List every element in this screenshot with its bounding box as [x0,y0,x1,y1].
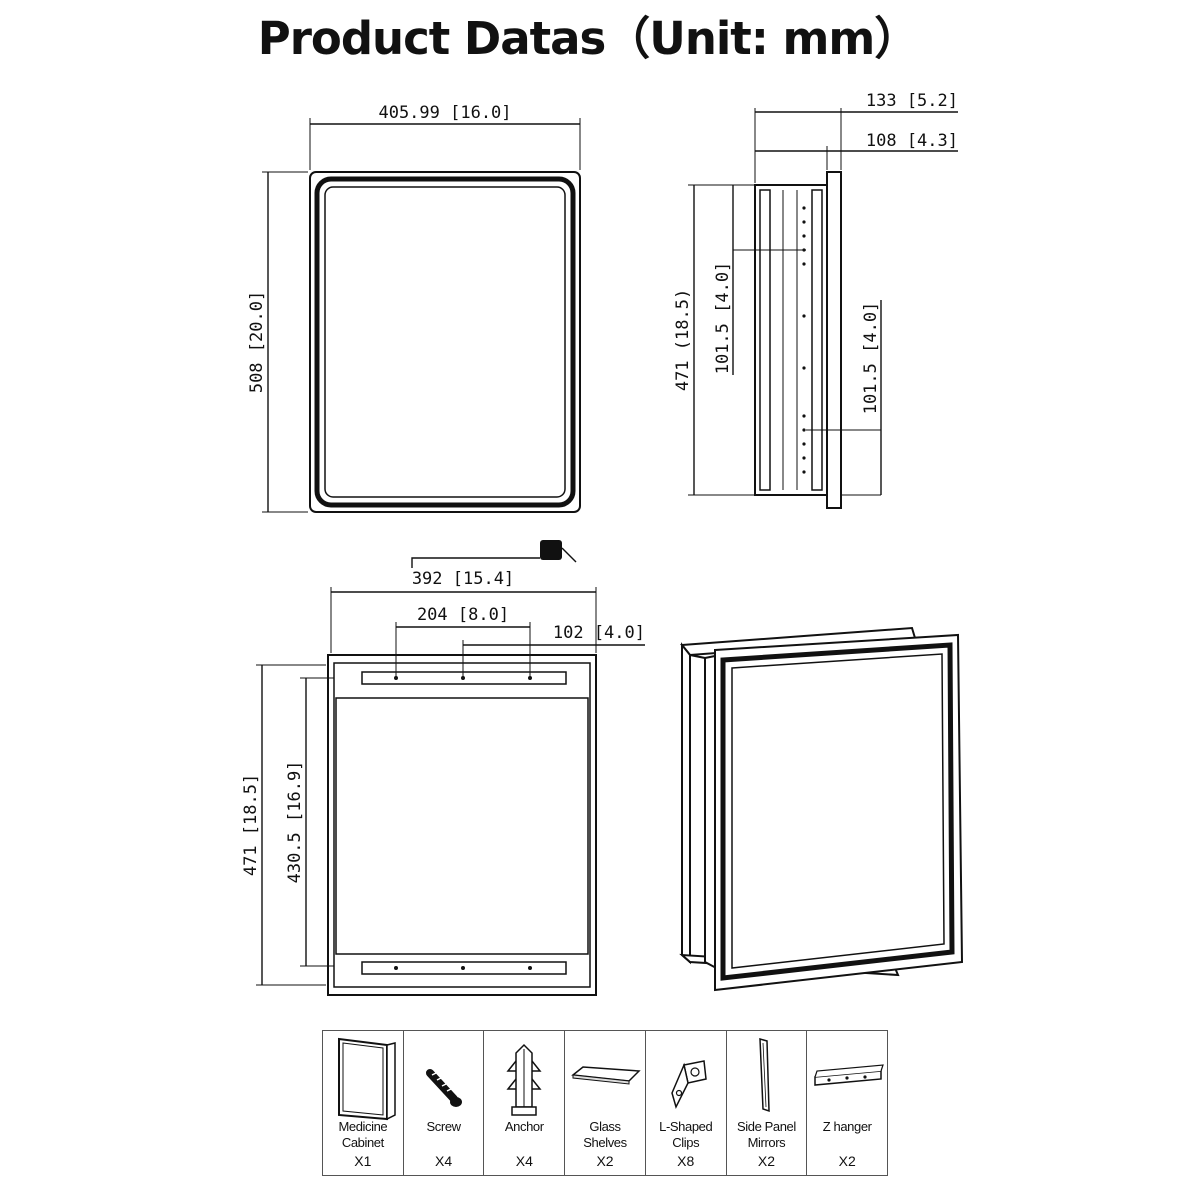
side-bottom-spacing-label: 101.5 [4.0] [861,302,881,415]
side-door [826,171,842,509]
side-view: 133 [5.2] 108 [4.3] 471 (18.5) 101.5 [4.… [673,91,958,509]
part-quantity: X4 [515,1153,533,1169]
part-anchor: Anchor X4 [484,1031,566,1175]
front-view: 405.99 [16.0] 508 [20.0] [247,103,581,513]
side-depth-total-label: 133 [5.2] [866,91,958,111]
side-top-spacing-label: 101.5 [4.0] [713,262,733,375]
technical-drawing: 405.99 [16.0] 508 [20.0] 133 [5.2] 108 [… [241,91,964,996]
part-quantity: X1 [354,1153,372,1169]
front-mirror-border [314,176,576,508]
part-label: Z hanger [822,1119,872,1134]
front-width-label: 405.99 [16.0] [378,103,511,123]
back-bracket-offset-label: 102 [4.0] [553,623,645,643]
part-screw: Screw X4 [404,1031,485,1175]
part-quantity: X4 [435,1153,453,1169]
back-bracket-span-label: 204 [8.0] [417,605,509,625]
z-hanger-icon [814,1064,885,1086]
part-quantity: X2 [838,1153,856,1169]
back-view: 392 [15.4] 204 [8.0] 102 [4.0] 471 [18.5… [241,540,645,996]
part-quantity: X2 [757,1153,776,1169]
back-panel [335,697,589,955]
side-mirror-icon [758,1037,770,1113]
front-height-label: 508 [20.0] [247,291,267,393]
perspective-view [679,626,964,992]
part-z-hanger: Z hanger X2 [807,1031,887,1175]
power-cord [411,557,540,568]
part-quantity: X2 [596,1153,614,1169]
side-depth-box-label: 108 [4.3] [866,131,958,151]
cabinet-icon [338,1037,396,1121]
part-label: Screw [426,1119,462,1134]
l-clip-icon [671,1060,707,1110]
part-quantity: X8 [677,1153,695,1169]
perspective-mirror [731,653,945,969]
part-label: Anchor [504,1119,544,1134]
anchor-icon [506,1043,542,1116]
front-mirror-glass [324,186,566,498]
glass-shelf-icon [571,1066,641,1085]
back-inner-height-label: 430.5 [16.9] [285,761,305,884]
screw-icon [425,1069,462,1107]
side-height-label: 471 (18.5) [673,289,693,391]
back-height-label: 471 [18.5] [241,774,261,876]
power-plug-icon [540,540,562,560]
back-width-label: 392 [15.4] [412,569,514,589]
page-title: Product Datas（Unit: mm） [257,12,920,65]
